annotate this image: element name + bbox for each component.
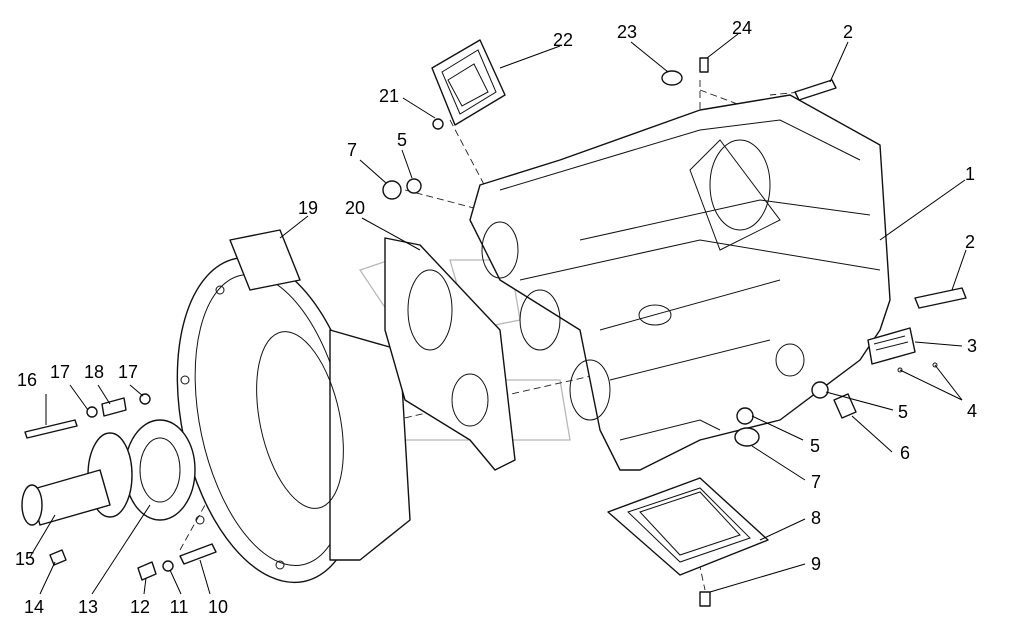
stud-10: [179, 543, 217, 565]
bolt-16: [24, 419, 78, 439]
callout-24: 24: [732, 18, 752, 38]
callout-9: 9: [811, 554, 821, 574]
plug-23: [661, 70, 683, 86]
rivet-4b: [932, 362, 938, 368]
callout-17-right: 17: [118, 362, 138, 382]
callout-11: 11: [170, 597, 189, 617]
callout-7-top: 7: [347, 140, 357, 160]
bolt-9: [699, 591, 711, 607]
nameplate: [867, 327, 916, 365]
flange-gasket: [124, 419, 196, 521]
seal-5-bottom: [736, 407, 754, 425]
callout-22: 22: [553, 30, 573, 50]
washer-11: [162, 560, 174, 572]
washer-17a: [86, 406, 98, 418]
transmission-housing: [469, 94, 891, 471]
callout-23: 23: [617, 22, 637, 42]
callout-21: 21: [379, 86, 399, 106]
housing-gasket: [384, 237, 516, 471]
callout-7-bottom: 7: [811, 472, 821, 492]
callout-8: 8: [811, 508, 821, 528]
callout-16: 16: [17, 370, 37, 390]
pin-24: [699, 57, 709, 73]
nut-14: [49, 549, 67, 566]
callout-5-top: 5: [397, 130, 407, 150]
nut-12: [137, 561, 157, 581]
plug-7-bottom: [734, 427, 760, 447]
callout-6: 6: [900, 443, 910, 463]
clutch-housing: [176, 229, 411, 584]
pin-18: [101, 397, 127, 417]
leader-lines: [29, 33, 967, 595]
washer-17b: [139, 393, 151, 405]
plug-7-top: [382, 180, 402, 200]
callout-4: 4: [967, 401, 977, 421]
callout-15: 15: [15, 549, 35, 569]
callout-2-top: 2: [843, 22, 853, 42]
stud-2-right: [914, 287, 967, 309]
callout-5-right: 5: [898, 402, 908, 422]
callout-10: 10: [208, 597, 228, 617]
top-cover: [431, 39, 506, 126]
callout-19: 19: [298, 198, 318, 218]
callout-20: 20: [345, 198, 365, 218]
plug-6: [833, 393, 857, 419]
callout-5-bottom: 5: [810, 436, 820, 456]
stud-2-top: [794, 79, 837, 101]
bottom-cover: [607, 477, 769, 576]
callout-3: 3: [967, 336, 977, 356]
callouts: 1 2 2 3 4 5 6 5 7 8 9 10 11 12 13 14 15 …: [15, 18, 977, 617]
callout-17-left: 17: [50, 362, 70, 382]
callout-1: 1: [965, 164, 975, 184]
bearing-cover: [21, 432, 133, 526]
callout-18: 18: [84, 362, 104, 382]
rivet-4a: [897, 367, 903, 373]
seal-5-right: [811, 381, 829, 399]
callout-12: 12: [130, 597, 150, 617]
seal-5-top: [406, 178, 422, 194]
callout-2-right: 2: [965, 232, 975, 252]
callout-14: 14: [24, 597, 44, 617]
callout-13: 13: [78, 597, 98, 617]
bolt-21: [432, 118, 444, 130]
